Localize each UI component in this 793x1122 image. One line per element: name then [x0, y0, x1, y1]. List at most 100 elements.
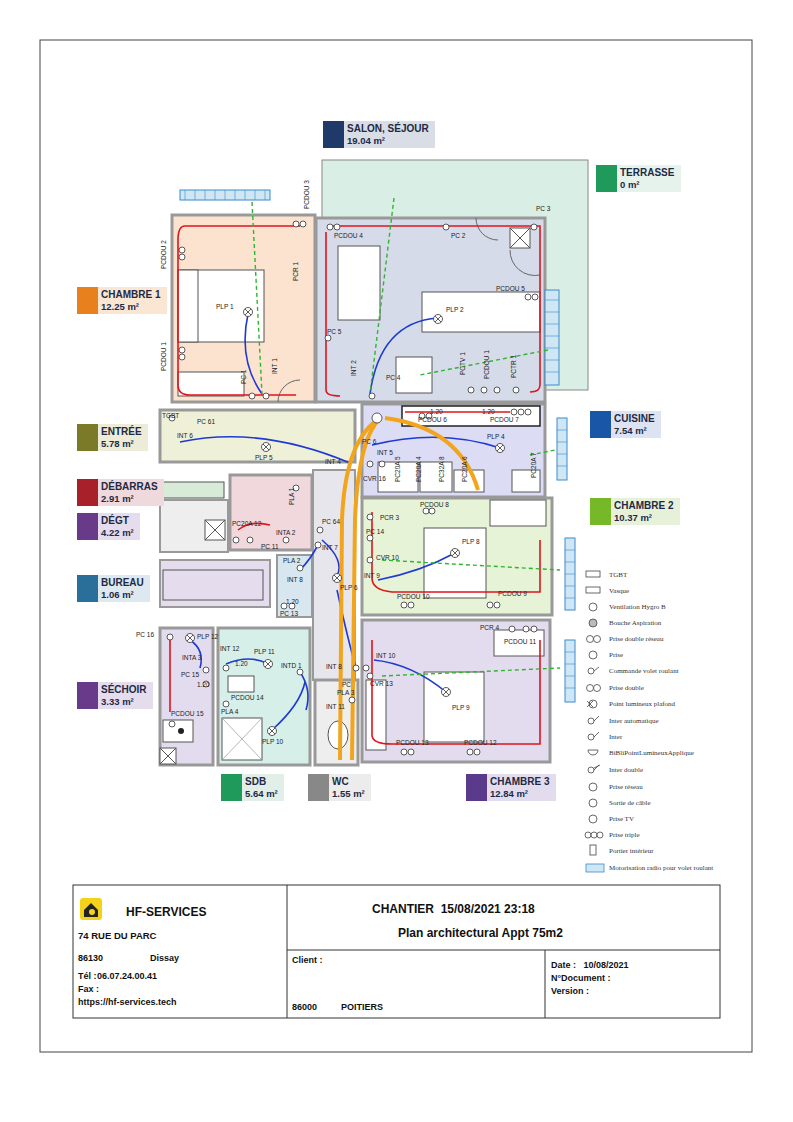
room-text: DÉGT4.22 m²	[101, 515, 134, 538]
room-name: CHAMBRE 2	[614, 500, 673, 512]
plan-shape	[372, 512, 540, 592]
plan-shape	[494, 387, 500, 393]
device-label: TGBT	[162, 412, 179, 419]
plan-shape	[531, 224, 537, 230]
device-label: PCDOU 4	[334, 232, 363, 239]
plan-shape	[587, 667, 600, 770]
plan-shape	[525, 409, 531, 415]
title-text: Dissay	[150, 953, 179, 963]
room-text: ENTRÉE5.78 m²	[101, 426, 142, 449]
room-icon	[323, 121, 344, 148]
room-name: CUISINE	[614, 413, 655, 425]
plan-shape	[510, 228, 530, 248]
device-label: PCDOU 1	[160, 342, 167, 371]
device-label: PCDOU 13	[396, 739, 429, 746]
legend-text: Prise double réseau	[609, 635, 663, 643]
plan-shape	[185, 190, 265, 200]
device-label: PC 2	[451, 232, 465, 239]
room-area: 1.55 m²	[332, 788, 365, 799]
plan-shape	[223, 701, 229, 707]
device-label: INT 5	[377, 449, 393, 456]
plan-shape	[420, 462, 452, 492]
device-label: INTD 1	[281, 662, 302, 669]
plan-shape	[222, 718, 262, 760]
plan-shape	[233, 537, 239, 543]
device-label: PC	[342, 681, 351, 688]
room-icon	[77, 424, 98, 451]
device-label: PC 13	[280, 610, 298, 617]
plan-shape	[452, 550, 458, 556]
legend-text: BiBliPointLumineuxApplique	[609, 749, 694, 757]
plan-shape	[362, 620, 550, 762]
plan-shape	[244, 308, 253, 317]
device-label: PCDOU 2	[160, 240, 167, 269]
plan-shape	[557, 418, 567, 480]
plan-shape	[408, 602, 414, 608]
title-text: 74 RUE DU PARC	[78, 930, 156, 941]
legend-text: Inter double	[609, 766, 643, 774]
plan-shape	[367, 557, 373, 563]
room-name: DÉBARRAS	[101, 481, 158, 493]
plan-shape	[523, 626, 529, 632]
plan-shape	[73, 885, 720, 1018]
plan-shape	[597, 832, 603, 838]
legend-text: Prise double	[609, 684, 644, 692]
room-text: SALON, SÉJOUR19.04 m²	[347, 123, 429, 146]
plan-shape	[317, 527, 323, 533]
room-tag: SÉCHOIR3.33 m²	[77, 682, 153, 709]
plan-shape	[262, 443, 271, 452]
room-tag: ENTRÉE5.78 m²	[77, 424, 148, 451]
plan-shape	[366, 680, 386, 750]
room-text: TERRASSE0 m²	[620, 167, 674, 190]
plan-shape	[245, 314, 262, 394]
plan-shape	[497, 445, 503, 451]
plan-shape	[249, 393, 255, 399]
legend-text: Motorisation radio pour volet roulant	[609, 864, 713, 872]
room-tag: CHAMBRE 210.37 m²	[590, 498, 680, 525]
title-text: Plan architectural Appt 75m2	[398, 926, 563, 940]
plan-shape	[80, 898, 102, 920]
title-text: 06.07.24.00.41	[97, 971, 157, 981]
device-label: PLP 8	[462, 538, 480, 545]
legend-text: TGBT	[609, 571, 627, 579]
plan-shape	[589, 799, 597, 807]
device-label: INTA 3	[182, 654, 201, 661]
plan-shape	[379, 461, 385, 467]
plan-shape	[382, 668, 560, 676]
room-name: WC	[332, 776, 365, 788]
device-label: PCDOU 1	[483, 350, 490, 379]
title-text: 86000	[292, 1002, 317, 1012]
room-icon	[590, 498, 611, 525]
plan-shape	[510, 250, 540, 276]
device-label: PLP 6	[340, 584, 358, 591]
plan-shape	[338, 246, 380, 320]
plan-shape	[300, 672, 308, 710]
plan-shape	[230, 475, 312, 550]
plan-shape	[442, 688, 451, 697]
plan-shape	[451, 549, 460, 558]
plan-shape	[565, 652, 575, 688]
room-text: DÉBARRAS2.91 m²	[101, 481, 158, 504]
room-name: CHAMBRE 3	[490, 776, 549, 788]
plan-shape	[186, 308, 505, 736]
room-icon	[590, 411, 611, 438]
title-text: Date : 10/08/2021	[551, 960, 629, 970]
legend-text: Vasque	[609, 587, 629, 595]
title-text: https://hf-services.tech	[78, 997, 177, 1007]
device-label: INT 11	[326, 703, 345, 710]
plan-shape	[340, 418, 478, 760]
room-name: SDB	[245, 776, 278, 788]
plan-shape	[372, 640, 540, 744]
device-label: 1.20	[235, 660, 248, 667]
device-label: PC 61	[197, 418, 215, 425]
legend-text: Inter	[609, 733, 622, 741]
device-label: 1.20	[482, 408, 495, 415]
room-name: TERRASSE	[620, 167, 674, 179]
device-label: PC 14	[366, 528, 384, 535]
plan-shape	[422, 292, 540, 332]
plan-shape	[185, 190, 575, 688]
device-label: INT 9	[364, 572, 380, 579]
room-tag: DÉGT4.22 m²	[77, 513, 140, 540]
title-text: HF-SERVICES	[126, 905, 206, 919]
plan-shape	[265, 661, 271, 667]
